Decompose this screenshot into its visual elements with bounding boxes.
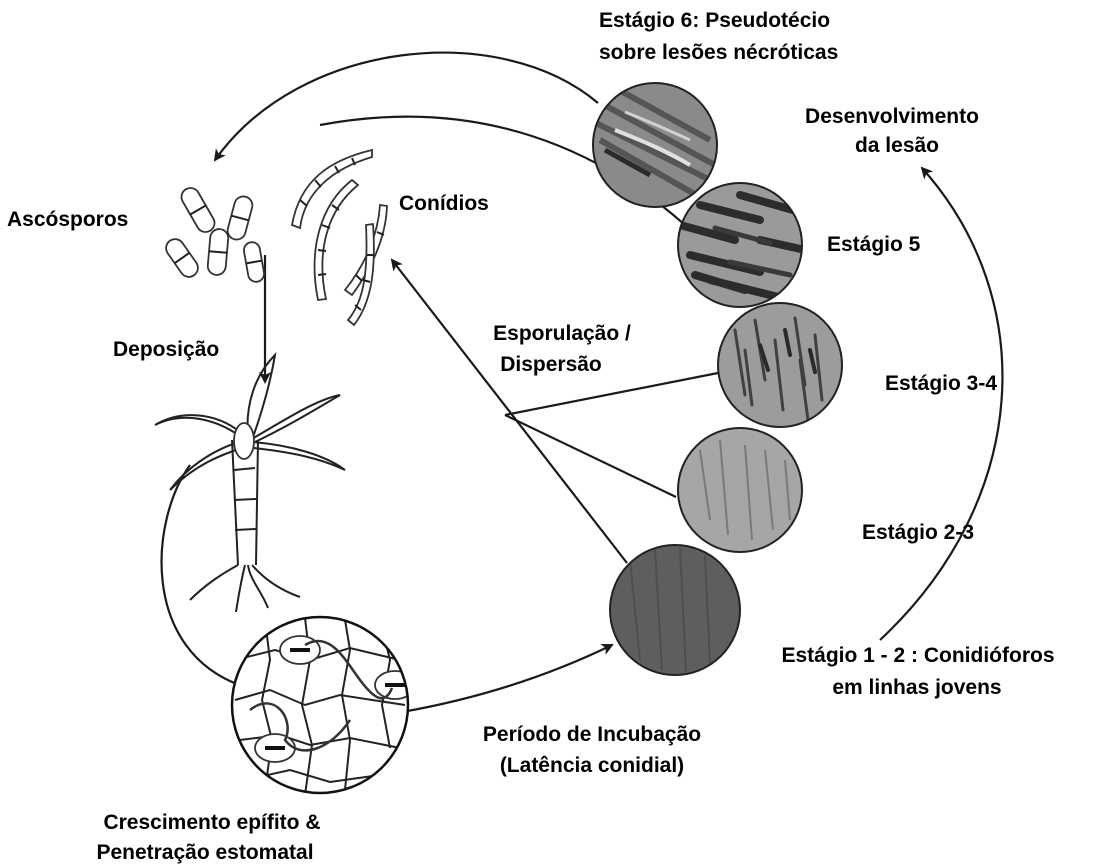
stomata-growth-circle [230, 615, 410, 795]
line-dispersal-1 [504, 371, 719, 417]
stage5-label: Estágio 5 [827, 233, 921, 256]
banana-plant-icon [154, 352, 346, 613]
stage12-label: Estágio 1 - 2 : Conidióforos [781, 644, 1054, 667]
lesion-development-label: Desenvolvimento [805, 105, 979, 128]
stage34-label: Estágio 3-4 [885, 372, 997, 395]
ascospores-icon [165, 187, 265, 283]
line-plant-to-stomata [160, 464, 243, 688]
arrow-stage6-to-ascospores [213, 51, 599, 162]
sporulation-label: Esporulação / [493, 322, 631, 345]
stage6-label-2: sobre lesões nécróticas [599, 41, 838, 64]
stage5-leaf-circle [677, 182, 803, 308]
incubation-label: Período de Incubação [483, 723, 701, 746]
growth-penetration-label: Crescimento epífito & [103, 811, 320, 834]
arrow-lesion-development [879, 166, 1004, 641]
growth-penetration-label-2: Penetração estomatal [96, 841, 313, 864]
stage6-leaf-circle [592, 82, 718, 208]
line-dispersal-2 [504, 414, 677, 498]
sporulation-label-2: Dispersão [500, 353, 602, 376]
conidia-label: Conídios [399, 192, 489, 215]
lesion-development-label-2: da lesão [855, 134, 939, 157]
deposition-label: Deposição [113, 338, 219, 361]
stage6-label: Estágio 6: Pseudotécio [599, 9, 830, 32]
stage23-leaf-circle [677, 427, 803, 553]
stage34-leaf-circle [717, 302, 843, 428]
stage23-label: Estágio 2-3 [862, 521, 974, 544]
stage12-label-2: em linhas jovens [832, 676, 1001, 699]
arrow-incubation [401, 643, 614, 714]
arrow-sporulation-to-conidia [390, 258, 628, 564]
ascospores-label: Ascósporos [7, 208, 128, 231]
incubation-label-2: (Latência conidial) [500, 754, 684, 777]
stage12-leaf-circle [609, 544, 741, 676]
conidia-icon [290, 148, 388, 327]
